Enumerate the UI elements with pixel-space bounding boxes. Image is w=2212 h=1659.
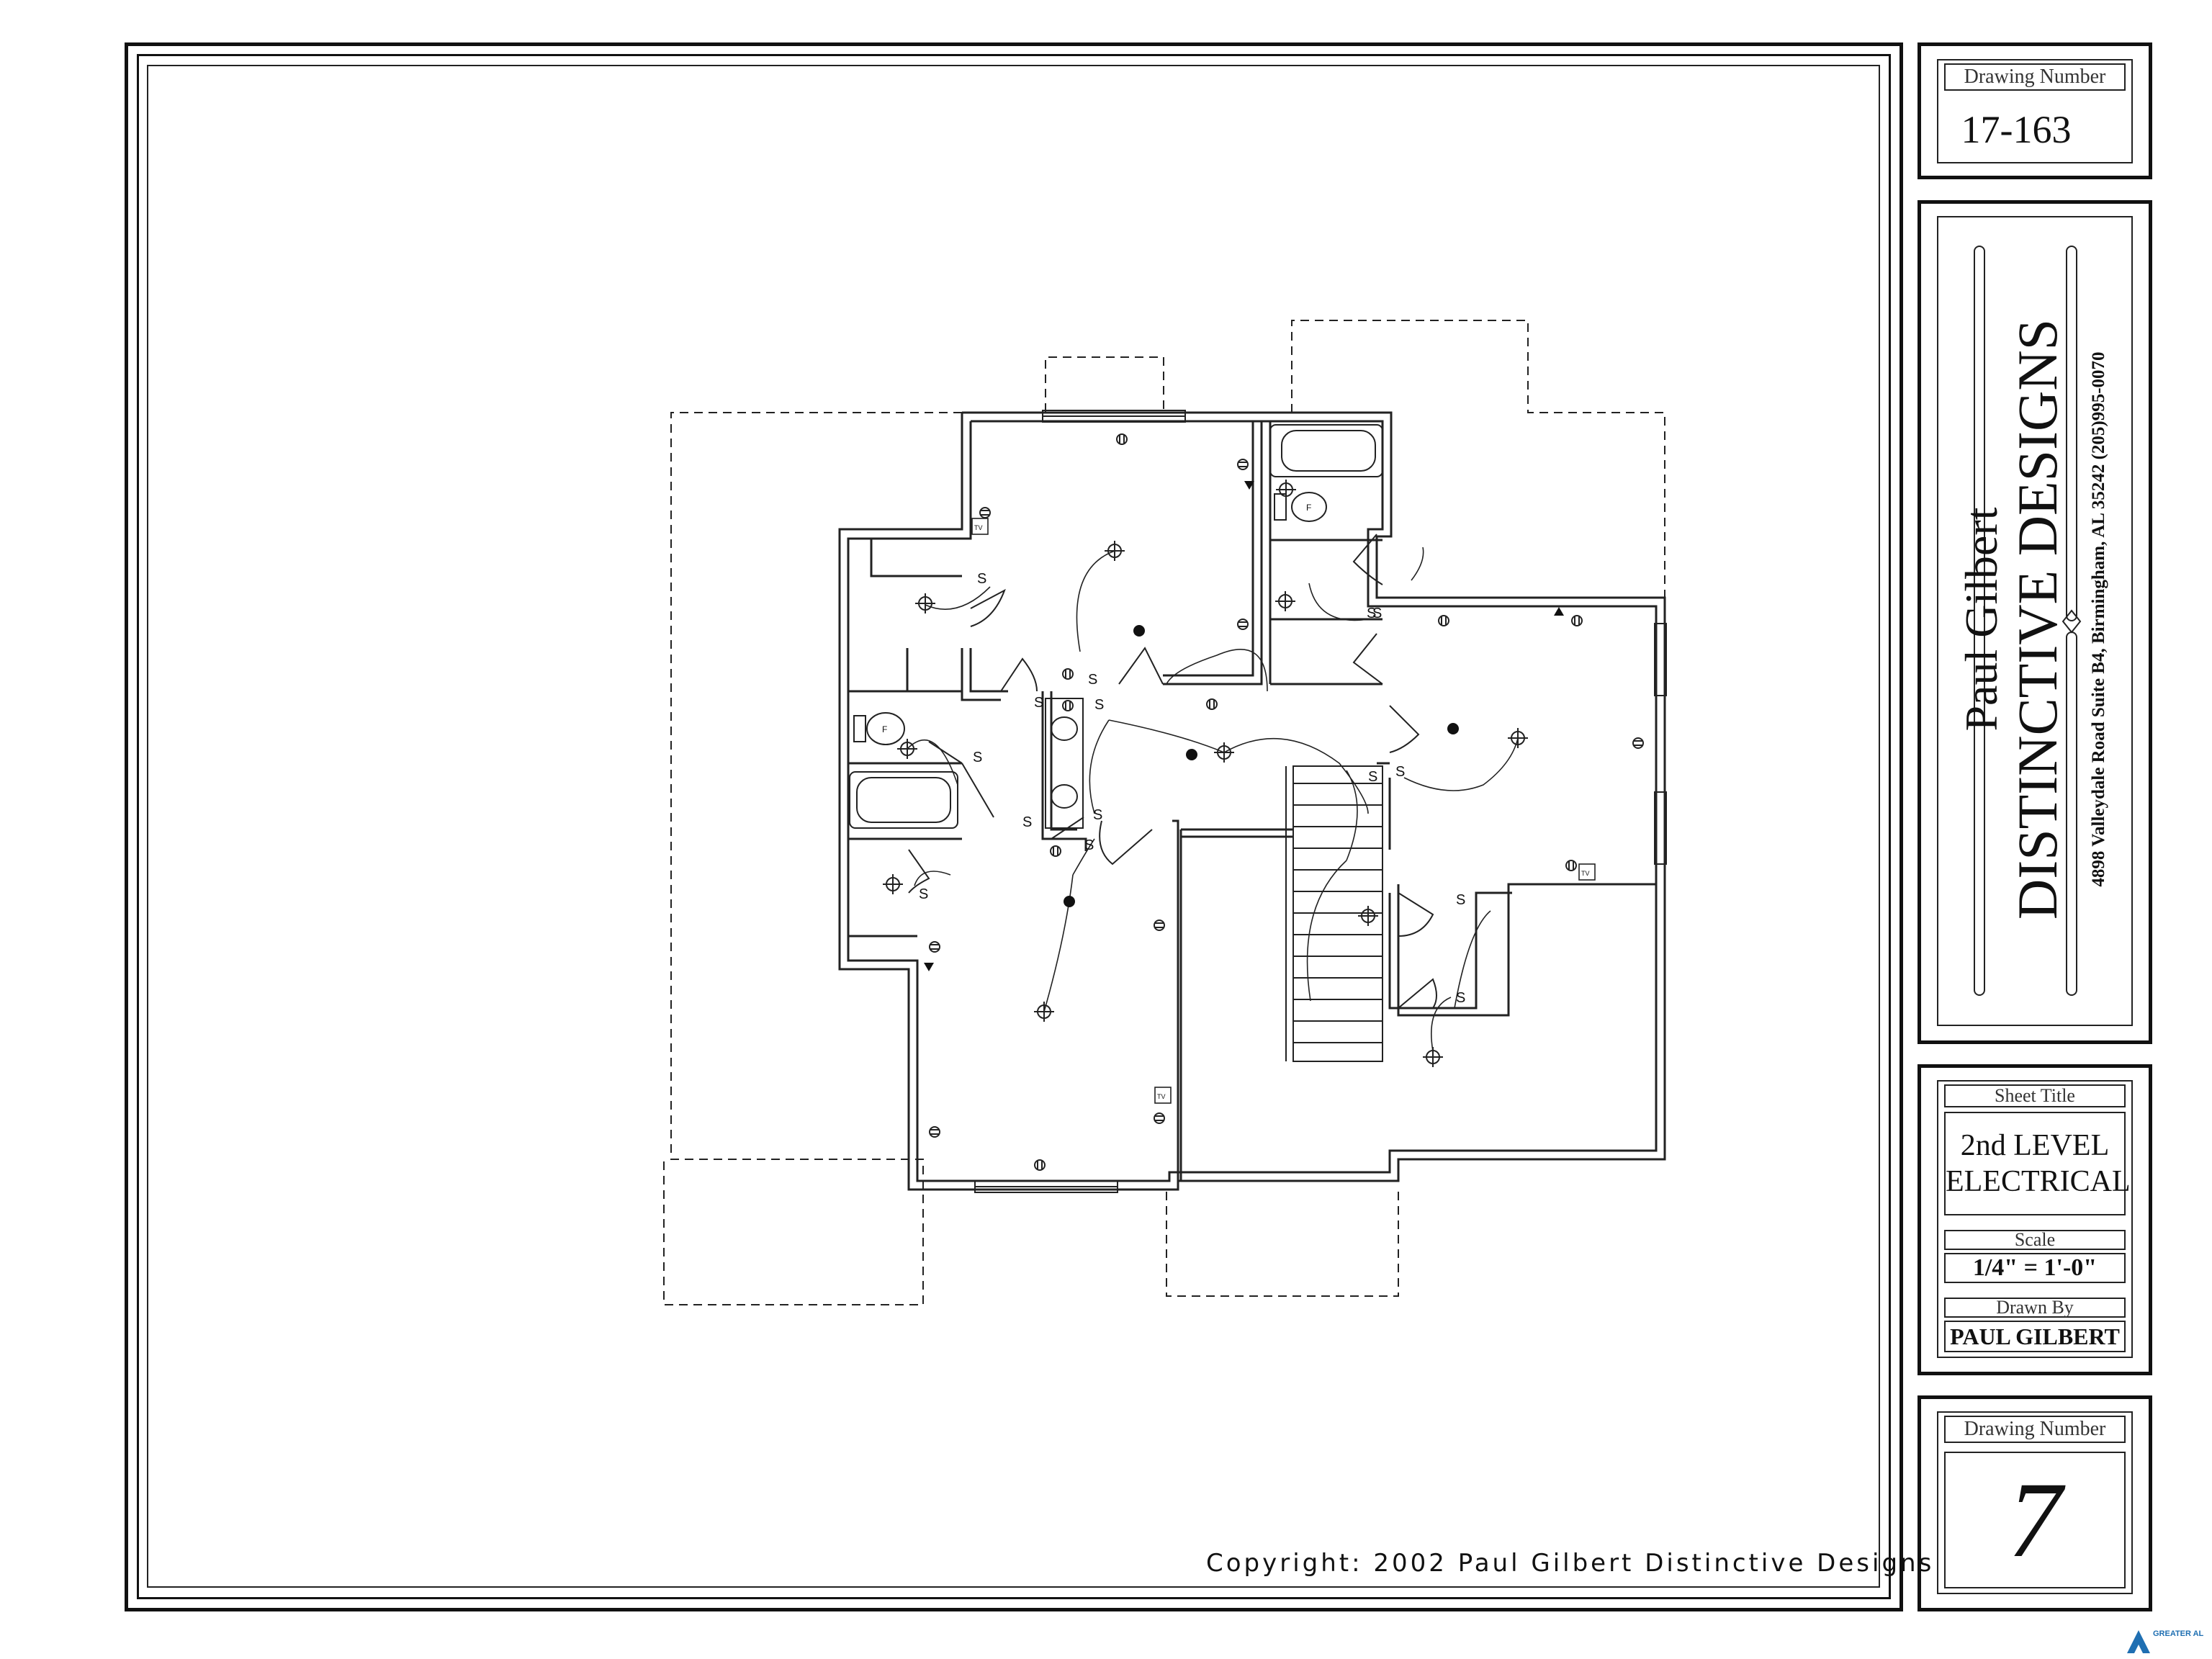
switch-symbol: S <box>1088 672 1097 688</box>
tv-label: TV <box>1581 870 1590 877</box>
outlets <box>929 433 1644 1171</box>
drawing-number-bottom-value: 7 <box>2008 1460 2062 1580</box>
sheet-title-label: Sheet Title <box>1944 1084 2126 1107</box>
switch-symbol: S <box>1395 764 1405 780</box>
tv-outlets <box>971 518 1596 1104</box>
sheet-info-inner <box>1937 1080 2133 1358</box>
drawn-by-value-box: PAUL GILBERT <box>1944 1321 2126 1352</box>
drawing-number-top-label: Drawing Number <box>1944 63 2126 91</box>
drawing-number-top-value: 17-163 <box>1961 108 2072 151</box>
sheet-title-value-box: 2nd LEVEL ELECTRICAL <box>1944 1112 2131 1215</box>
tv-labels: TV TV TV <box>974 524 1590 1100</box>
switch-wiring <box>907 547 1519 1052</box>
switch-symbol: S <box>1022 814 1032 830</box>
mls-watermark-logo: GREATER ALABAMA MLS <box>2124 1626 2212 1655</box>
switch-symbol: S <box>919 886 928 902</box>
staircase <box>1285 765 1383 1062</box>
switch-symbol: S <box>1368 769 1377 785</box>
drawn-by-label: Drawn By <box>1944 1298 2126 1318</box>
light-fixtures <box>883 480 1528 1067</box>
sheet-info-box <box>1917 1064 2152 1375</box>
exhaust-fan-label: F <box>1306 503 1311 513</box>
designer-ornament <box>1974 246 2082 996</box>
designer-box <box>1917 200 2152 1044</box>
designer-name: Paul Gilbert <box>1956 507 2007 732</box>
designer-company: DISTINCTIVE DESIGNS <box>2006 318 2069 920</box>
copyright-notice: Copyright: 2002 Paul Gilbert Distinctive… <box>1206 1549 1935 1578</box>
designer-address-wrap: 4898 Valleydale Road Suite B4, Birmingha… <box>2085 223 2113 1015</box>
tv-label: TV <box>974 524 983 531</box>
drawing-frame-middle <box>137 54 1891 1599</box>
switch-symbol: S <box>1084 837 1094 853</box>
scale-value-box: 1/4" = 1'-0" <box>1944 1253 2126 1283</box>
door-swings <box>908 534 1437 1009</box>
sheet-title-line2: ELECTRICAL <box>1946 1165 2131 1198</box>
switch-symbol: S <box>977 571 986 587</box>
drawing-number-top-box <box>1917 42 2152 179</box>
windows <box>974 410 1667 1193</box>
drawn-by-value: PAUL GILBERT <box>1950 1323 2120 1349</box>
drawing-number-bottom-value-box: 7 <box>1944 1452 2126 1588</box>
drawing-frame-inner <box>147 65 1880 1588</box>
interior-walls <box>848 421 1656 1181</box>
plumbing-fixtures <box>849 424 1383 829</box>
switch-symbol: S <box>1094 697 1104 713</box>
drawing-number-bottom-inner <box>1937 1411 2133 1594</box>
scale-label: Scale <box>1944 1230 2126 1250</box>
mls-logo-text: GREATER ALABAMA MLS <box>2153 1629 2203 1638</box>
switch-symbol: S <box>1367 606 1376 621</box>
tv-label: TV <box>1157 1093 1166 1100</box>
switch-symbol: S <box>1456 990 1465 1006</box>
roof-outline <box>663 320 1665 1305</box>
designer-box-inner <box>1937 216 2133 1026</box>
switch-symbol: S <box>1372 606 1382 621</box>
fan-labels: F F <box>882 503 1311 734</box>
smoke-detectors <box>924 481 1564 971</box>
switch-symbol: S <box>1093 807 1102 823</box>
switch-symbol: S <box>973 750 982 765</box>
switch-symbol: S <box>1034 695 1043 711</box>
sheet-title-line1: 2nd LEVEL <box>1960 1129 2110 1162</box>
exhaust-fan-label: F <box>882 724 887 734</box>
plan-symbols: S S S S S S S S S S S S S S S <box>919 571 1465 1006</box>
scale-value: 1/4" = 1'-0" <box>1972 1254 2098 1281</box>
drawing-number-bottom-label: Drawing Number <box>1944 1416 2126 1443</box>
designer-address: 4898 Valleydale Road Suite B4, Birmingha… <box>2089 351 2108 887</box>
switch-symbol: S <box>1456 892 1465 908</box>
drawing-number-bottom-box <box>1917 1395 2152 1611</box>
designer-name-wrap: Paul Gilbert <box>1956 223 2008 1015</box>
designer-company-wrap: DISTINCTIVE DESIGNS <box>2006 223 2069 1015</box>
drawing-frame-outer <box>125 42 1903 1611</box>
drawing-number-top-inner <box>1937 59 2133 163</box>
